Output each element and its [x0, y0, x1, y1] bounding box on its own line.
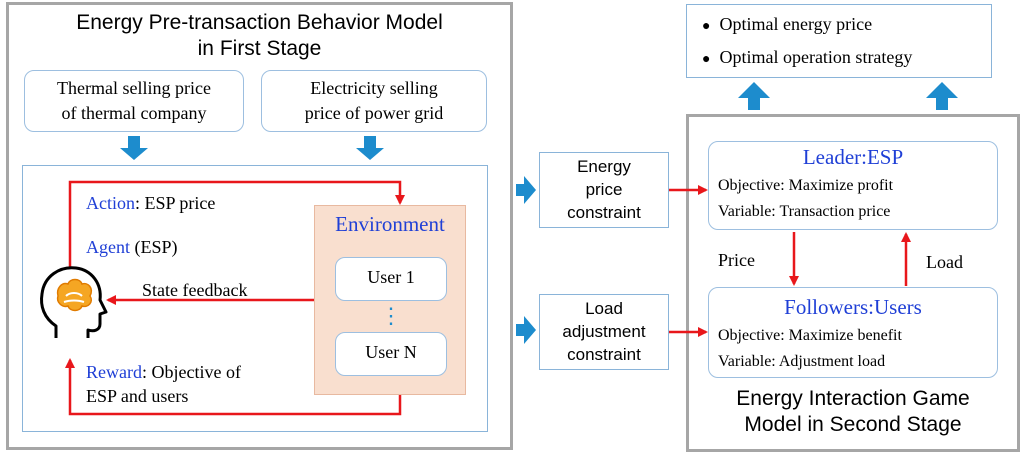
reward-label: Reward [86, 362, 142, 382]
grid-price-text: Electricity selling price of power grid [261, 76, 487, 126]
environment-title: Environment [335, 212, 445, 236]
usern-label: User N [365, 342, 417, 362]
bullet-icon: ● [702, 19, 711, 34]
energy-price-constraint-text: Energy price constraint [539, 155, 669, 224]
followers-variable: Variable: Adjustment load [718, 353, 886, 370]
blue-down-arrow-grid [356, 136, 384, 160]
blue-up-arrow-left [738, 82, 770, 110]
thermal-line2: of thermal company [61, 103, 207, 123]
followers-box [708, 287, 998, 378]
reward-line2: ESP and users [86, 386, 189, 406]
energy-line1: Energy [577, 157, 631, 176]
outputs-box [686, 4, 992, 78]
grid-price-box [261, 70, 487, 132]
blue-up-arrow-right [926, 82, 958, 110]
action-value: : ESP price [135, 193, 216, 213]
agent-label: Agent [86, 237, 130, 257]
action-arrow [68, 180, 405, 276]
action-label: Action [86, 193, 135, 213]
stage2-title-line1: Energy Interaction Game [736, 387, 970, 410]
agent-text: Agent (ESP) [86, 237, 178, 258]
leader-variable: Variable: Transaction price [718, 203, 891, 220]
load-line3: constraint [567, 345, 641, 364]
leader-title: Leader:ESP [802, 145, 904, 169]
load-line1: Load [585, 299, 623, 318]
blue-right-arrow-load [516, 316, 536, 344]
blue-down-arrow-thermal [120, 136, 148, 160]
stage1-title-line1: Energy Pre-transaction Behavior Model [76, 11, 443, 34]
thermal-price-box [24, 70, 244, 132]
output-item1-text: Optimal energy price [719, 14, 873, 34]
stage1-title: Energy Pre-transaction Behavior Model in… [6, 10, 513, 62]
output-item1: ● Optimal energy price [702, 14, 872, 35]
energy-line3: constraint [567, 203, 641, 222]
state-feedback-text: State feedback [142, 280, 248, 300]
user1-box [335, 257, 447, 301]
stage2-title: Energy Interaction Game Model in Second … [686, 386, 1020, 438]
followers-objective: Objective: Maximize benefit [718, 327, 902, 344]
followers-title: Followers:Users [784, 295, 922, 319]
stage2-title-line2: Model in Second Stage [744, 413, 962, 436]
agent-value: (ESP) [130, 237, 178, 257]
output-item2: ● Optimal operation strategy [702, 47, 912, 68]
blue-right-arrow-energy [516, 176, 536, 204]
stage1-title-line2: in First Stage [197, 37, 322, 60]
thermal-line1: Thermal selling price [57, 78, 211, 98]
user1-label: User 1 [367, 267, 415, 287]
action-text: Action: ESP price [86, 193, 215, 214]
grid-line2: price of power grid [304, 103, 444, 123]
load-label: Load [926, 252, 963, 272]
usern-box [335, 332, 447, 376]
thermal-price-text: Thermal selling price of thermal company [24, 76, 244, 126]
output-item2-text: Optimal operation strategy [719, 47, 913, 67]
leader-objective: Objective: Maximize profit [718, 177, 894, 194]
agent-head-icon [40, 266, 108, 338]
load-adjustment-constraint-box [539, 294, 669, 370]
reward-arrow [65, 358, 402, 416]
load-adjustment-constraint-text: Load adjustment constraint [539, 297, 669, 366]
leader-box [708, 141, 998, 230]
load-line2: adjustment [562, 322, 646, 341]
energy-price-constraint-box [539, 152, 669, 228]
reward-value: : Objective of [141, 362, 241, 382]
price-label: Price [718, 250, 755, 270]
energy-line2: price [585, 180, 623, 199]
reward-text: Reward: Objective of ESP and users [86, 360, 241, 408]
bullet-icon: ● [702, 52, 711, 67]
user-dots: ⋮ [380, 303, 402, 328]
grid-line1: Electricity selling [310, 78, 438, 98]
